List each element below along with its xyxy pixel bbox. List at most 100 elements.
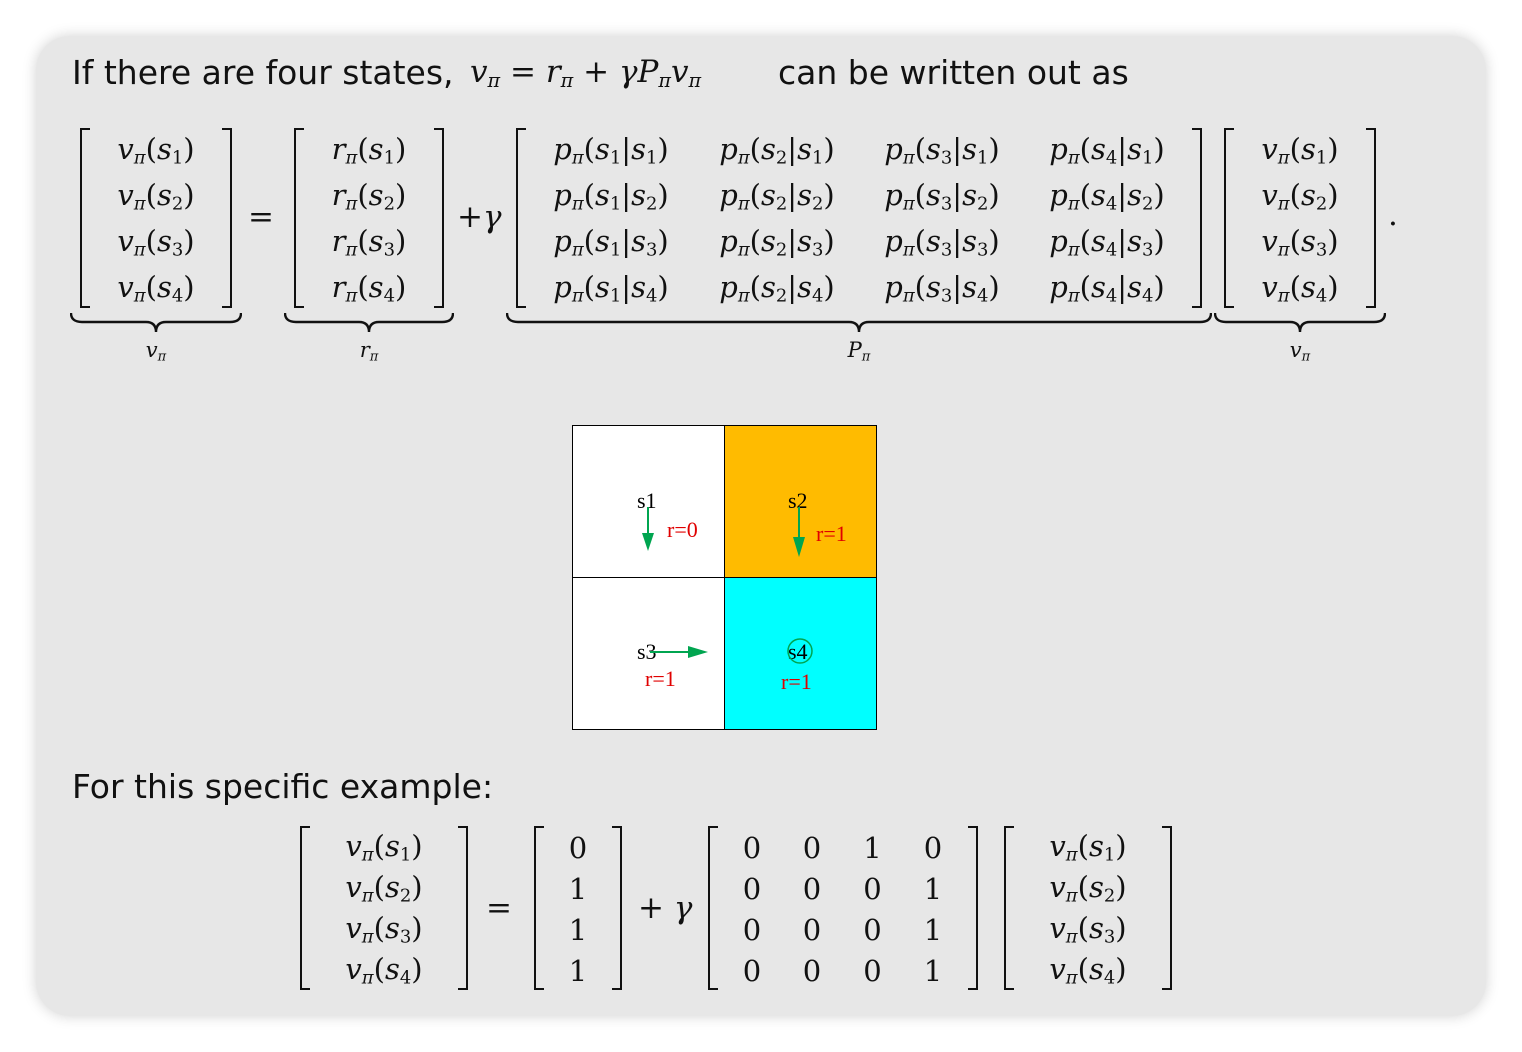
- example-lhs-vector-cell: vπ(s3): [345, 911, 423, 948]
- example-reward-vector-cell: 1: [568, 872, 588, 906]
- transition-matrix-cell: pπ(s4|s1): [1049, 131, 1165, 169]
- transition-matrix-left-bracket: [516, 128, 526, 308]
- state-label-s1: s1: [637, 488, 657, 513]
- transition-matrix-cell: pπ(s3|s3): [884, 223, 1000, 261]
- example-matrix-right-bracket: [968, 826, 978, 990]
- rhs-vector-right-bracket: [1366, 128, 1376, 308]
- transition-matrix-cell: pπ(s4|s4): [1049, 269, 1165, 307]
- rhs-vector-left-bracket: [1224, 128, 1234, 308]
- period: .: [1388, 197, 1398, 233]
- example-lhs-vector-cell: vπ(s2): [345, 870, 423, 907]
- transition-matrix-cell: pπ(s3|s2): [884, 177, 1000, 215]
- transition-matrix-cell: pπ(s2|s3): [719, 223, 835, 261]
- example-gamma-prefix: + γ: [638, 890, 693, 926]
- reward-brace: [284, 312, 454, 333]
- transition-matrix-cell: pπ(s3|s4): [884, 269, 1000, 307]
- example-rhs-vector-cell: vπ(s3): [1049, 911, 1127, 948]
- example-reward-vector: 0 1 1 1: [536, 828, 620, 992]
- example-matrix-cell: 0: [742, 872, 762, 906]
- reward-brace-label: rπ: [359, 338, 379, 365]
- transition-matrix-cell: pπ(s2|s2): [719, 177, 835, 215]
- grid-cell-s2: [724, 425, 877, 578]
- example-lhs-vector-cell: vπ(s4): [345, 952, 423, 989]
- lhs-vector-cell: vπ(s1): [117, 131, 195, 169]
- lhs-brace-label: vπ: [145, 338, 167, 365]
- lhs-vector-cell: vπ(s3): [117, 223, 195, 261]
- transition-matrix: pπ(s1|s1)pπ(s2|s1)pπ(s3|s1)pπ(s4|s1)pπ(s…: [528, 128, 1190, 312]
- example-matrix-cell: 0: [923, 831, 943, 865]
- arrowhead-s3: [688, 646, 708, 658]
- example-lhs-vector-cell: vπ(s1): [345, 829, 423, 866]
- example-rhs-vector-cell: vπ(s4): [1049, 952, 1127, 989]
- state-label-s3: s3: [637, 639, 657, 664]
- arrowhead-s1: [642, 533, 654, 551]
- lhs-vector-left-bracket: [80, 128, 90, 308]
- reward-vector: rπ(s1) rπ(s2) rπ(s3) rπ(s4): [296, 128, 442, 312]
- state-label-s4: s4: [788, 639, 808, 664]
- example-matrix-cell: 0: [802, 831, 822, 865]
- reward-vector-right-bracket: [434, 128, 444, 308]
- matrix-brace: [506, 312, 1212, 333]
- intro-trail: can be written out as: [778, 53, 1129, 92]
- transition-matrix-cell: pπ(s2|s4): [719, 269, 835, 307]
- transition-matrix-right-bracket: [1192, 128, 1202, 308]
- transition-matrix-cell: pπ(s4|s3): [1049, 223, 1165, 261]
- example-reward-vector-cell: 0: [568, 831, 588, 865]
- example-matrix-cell: 0: [802, 913, 822, 947]
- example-matrix-cell: 1: [923, 872, 943, 906]
- example-matrix-cell: 1: [923, 913, 943, 947]
- transition-matrix-cell: pπ(s1|s3): [553, 223, 669, 261]
- reward-vector-left-bracket: [294, 128, 304, 308]
- reward-label-s1: r=0: [667, 517, 698, 542]
- example-matrix-cell: 0: [802, 872, 822, 906]
- example-reward-vector-cell: 1: [568, 913, 588, 947]
- matrix-brace-label: Pπ: [847, 338, 871, 365]
- reward-vector-cell: rπ(s1): [331, 131, 407, 169]
- example-matrix-cell: 0: [863, 954, 882, 988]
- rhs-vector-cell: vπ(s3): [1261, 223, 1339, 261]
- policy-arrows: [642, 507, 813, 664]
- gamma-prefix: +γ: [457, 199, 502, 235]
- equals-sign: =: [248, 199, 274, 235]
- lhs-vector-cell: vπ(s2): [117, 177, 195, 215]
- example-heading: For this specific example:: [72, 767, 494, 806]
- example-matrix-cell: 0: [742, 831, 762, 865]
- example-rhs-vector-left-bracket: [1004, 826, 1014, 990]
- intro-lead: If there are four states,: [72, 53, 454, 92]
- transition-matrix-cell: pπ(s3|s1): [884, 131, 1000, 169]
- grid-cell-s1: [572, 425, 725, 578]
- reward-vector-cell: rπ(s3): [331, 223, 407, 261]
- example-rhs-vector-cell: vπ(s2): [1049, 870, 1127, 907]
- reward-vector-cell: rπ(s4): [331, 269, 407, 307]
- reward-label-s3: r=1: [645, 666, 676, 691]
- rhs-vector-cell: vπ(s2): [1261, 177, 1339, 215]
- example-lhs-vector: vπ(s1) vπ(s2) vπ(s3) vπ(s4): [302, 828, 466, 992]
- arrowhead-s2: [793, 537, 805, 557]
- example-equals-sign: =: [486, 890, 512, 926]
- transition-matrix-cell: pπ(s1|s4): [553, 269, 669, 307]
- example-matrix-cell: 0: [742, 913, 762, 947]
- lhs-vector-right-bracket: [222, 128, 232, 308]
- example-matrix-cell: 1: [863, 831, 882, 865]
- lhs-vector: vπ(s1) vπ(s2) vπ(s3) vπ(s4): [82, 128, 230, 312]
- transition-matrix-cell: pπ(s4|s2): [1049, 177, 1165, 215]
- example-rhs-vector-cell: vπ(s1): [1049, 829, 1127, 866]
- transition-matrix-cell: pπ(s1|s1): [553, 131, 669, 169]
- rhs-vector-cell: vπ(s4): [1261, 269, 1339, 307]
- example-rhs-vector: vπ(s1) vπ(s2) vπ(s3) vπ(s4): [1006, 828, 1170, 992]
- intro-equation: vπ = rπ + γPπvπ: [470, 54, 702, 92]
- example-lhs-vector-left-bracket: [300, 826, 310, 990]
- reward-label-s4: r=1: [781, 669, 812, 694]
- reward-label-s2: r=1: [816, 521, 847, 546]
- example-rhs-vector-right-bracket: [1162, 826, 1172, 990]
- reward-vector-cell: rπ(s2): [331, 177, 407, 215]
- transition-matrix-cell: pπ(s1|s2): [553, 177, 669, 215]
- example-matrix-cell: 1: [923, 954, 943, 988]
- lhs-vector-cell: vπ(s4): [117, 269, 195, 307]
- example-reward-vector-cell: 1: [568, 954, 588, 988]
- rhs-vector: vπ(s1)vπ(s2)vπ(s3)vπ(s4): [1226, 128, 1374, 312]
- example-reward-vector-right-bracket: [612, 826, 622, 990]
- stay-circle-s4: [787, 638, 813, 664]
- state-label-s2: s2: [788, 488, 808, 513]
